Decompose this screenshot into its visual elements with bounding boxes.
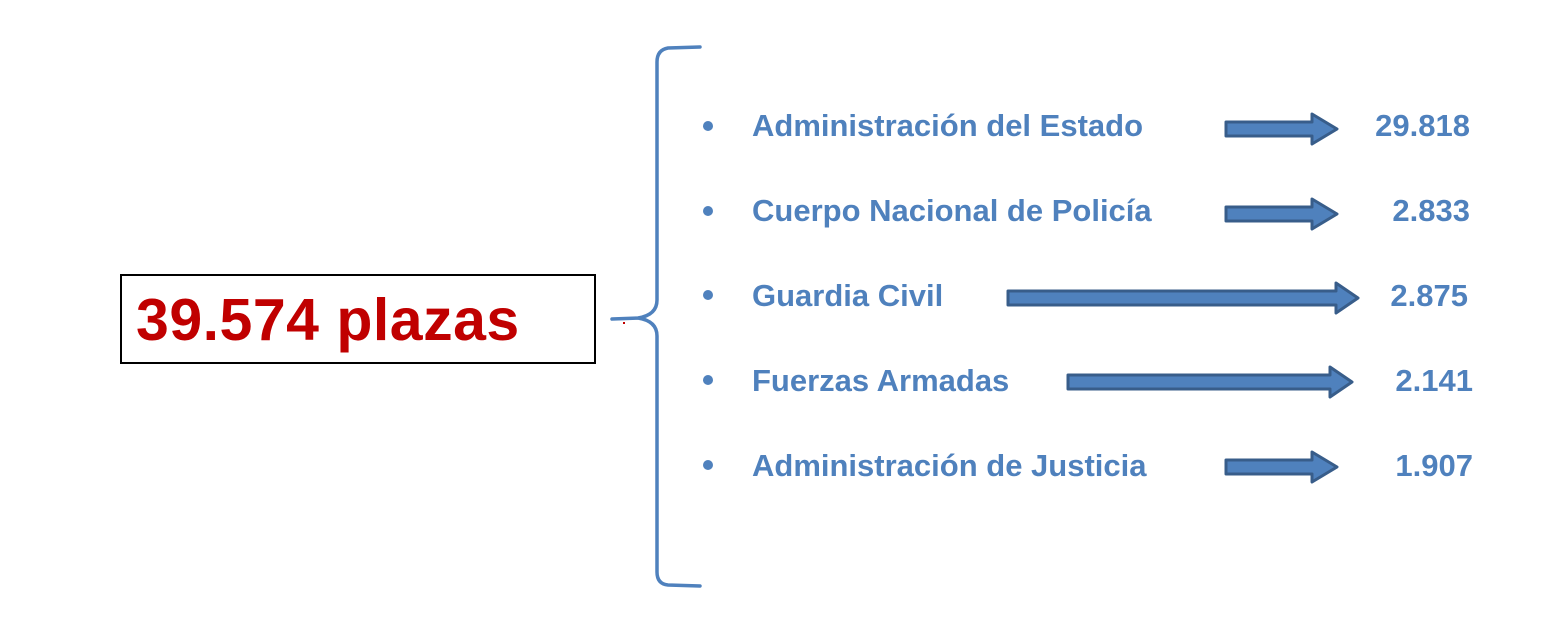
total-plazas-text: 39.574 plazas — [136, 286, 520, 353]
total-plazas-box: 39.574 plazas — [120, 274, 596, 364]
item-label: Cuerpo Nacional de Policía — [752, 193, 1152, 228]
stray-dot — [623, 322, 625, 324]
bullet-icon — [703, 290, 713, 300]
bullet-icon — [703, 460, 713, 470]
item-value: 2.141 — [1395, 363, 1473, 398]
item-label: Guardia Civil — [752, 278, 944, 313]
item-label: Administración de Justicia — [752, 448, 1147, 483]
bullet-icon — [703, 375, 713, 385]
item-value: 2.833 — [1392, 193, 1470, 228]
right-arrow-icon — [1224, 450, 1339, 484]
item-label: Administración del Estado — [752, 108, 1144, 143]
item-value: 1.907 — [1395, 448, 1473, 483]
right-arrow-icon — [1066, 365, 1354, 399]
right-arrow-icon — [1224, 197, 1339, 231]
bullet-icon — [703, 206, 713, 216]
item-label: Fuerzas Armadas — [752, 363, 1010, 398]
right-arrow-icon — [1224, 112, 1339, 146]
right-arrow-icon — [1006, 281, 1360, 315]
item-value: 29.818 — [1375, 108, 1470, 143]
bullet-icon — [703, 121, 713, 131]
item-value: 2.875 — [1390, 278, 1468, 313]
